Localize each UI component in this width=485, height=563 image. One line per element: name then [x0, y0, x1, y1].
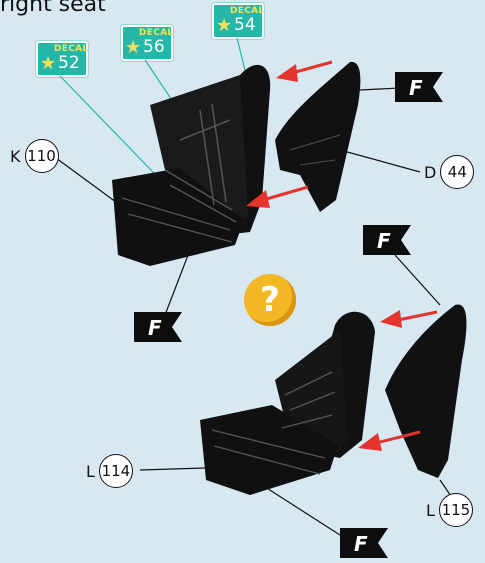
flag-icon: F: [340, 528, 388, 558]
part-number: 115: [439, 493, 473, 527]
flag-icon: F: [363, 225, 411, 255]
part-number: 44: [440, 155, 474, 189]
part-number: 110: [25, 139, 59, 173]
part-letter: L: [86, 462, 95, 481]
flag-letter: F: [409, 76, 423, 100]
part-label-l-114: L 114: [86, 454, 133, 488]
seat-back-panel-d: [275, 62, 360, 212]
lower-seat-illustration: [200, 312, 375, 495]
flag-letter: F: [148, 316, 162, 340]
part-label-k-110: K 110: [10, 139, 59, 173]
part-label-d-44: D 44: [424, 155, 474, 189]
upper-seat-illustration: [112, 65, 270, 266]
flag-letter: F: [377, 229, 391, 253]
flag-icon: F: [134, 312, 182, 342]
part-label-l-115: L 115: [426, 493, 473, 527]
arrow-headrest: [276, 62, 332, 82]
part-letter: D: [424, 163, 436, 182]
flag-letter: F: [354, 532, 368, 556]
part-letter: L: [426, 501, 435, 520]
seat-back-panel-l: [385, 304, 466, 478]
part-letter: K: [10, 147, 21, 166]
arrow-lower-headrest: [380, 310, 437, 328]
question-mark-icon: ?: [244, 274, 296, 326]
part-number: 114: [99, 454, 133, 488]
flag-icon: F: [395, 72, 443, 102]
